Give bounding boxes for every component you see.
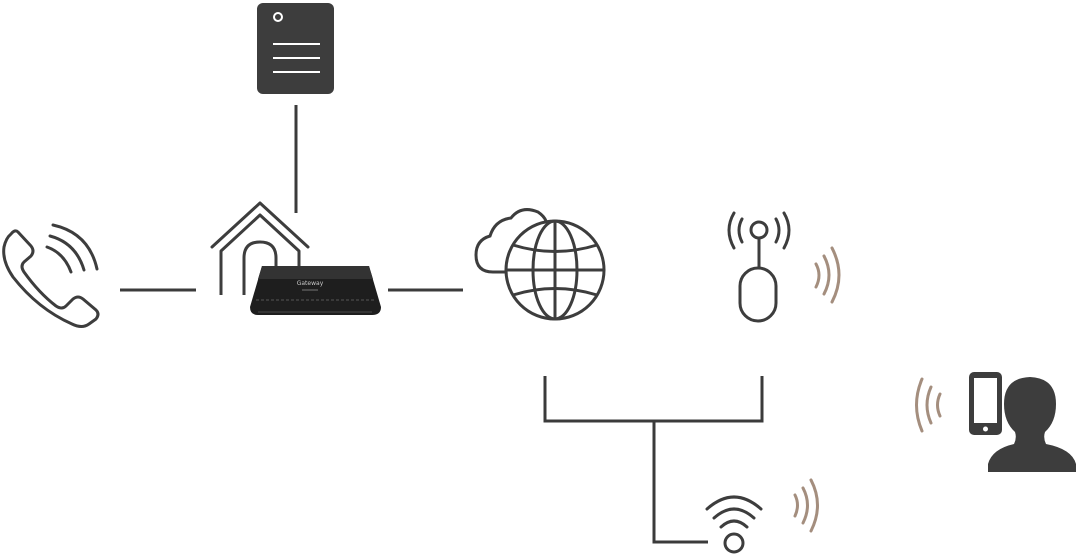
server-icon bbox=[257, 3, 334, 94]
connector-bracket bbox=[545, 376, 762, 421]
telephone-icon bbox=[4, 225, 98, 327]
remote-transmitter-icon bbox=[729, 213, 789, 321]
wifi-signal-waves-icon bbox=[795, 480, 818, 531]
user-signal-waves-icon bbox=[917, 379, 941, 431]
device-brand-label: Gateway bbox=[297, 280, 324, 287]
globe-cloud-icon bbox=[476, 210, 604, 319]
wifi-icon bbox=[707, 497, 761, 552]
connector-to-wifi bbox=[654, 421, 708, 542]
connectors bbox=[120, 105, 762, 542]
user-smartphone-icon bbox=[969, 372, 1076, 472]
remote-signal-waves-icon bbox=[816, 248, 839, 302]
home-gateway-icon: Gateway bbox=[212, 203, 381, 315]
